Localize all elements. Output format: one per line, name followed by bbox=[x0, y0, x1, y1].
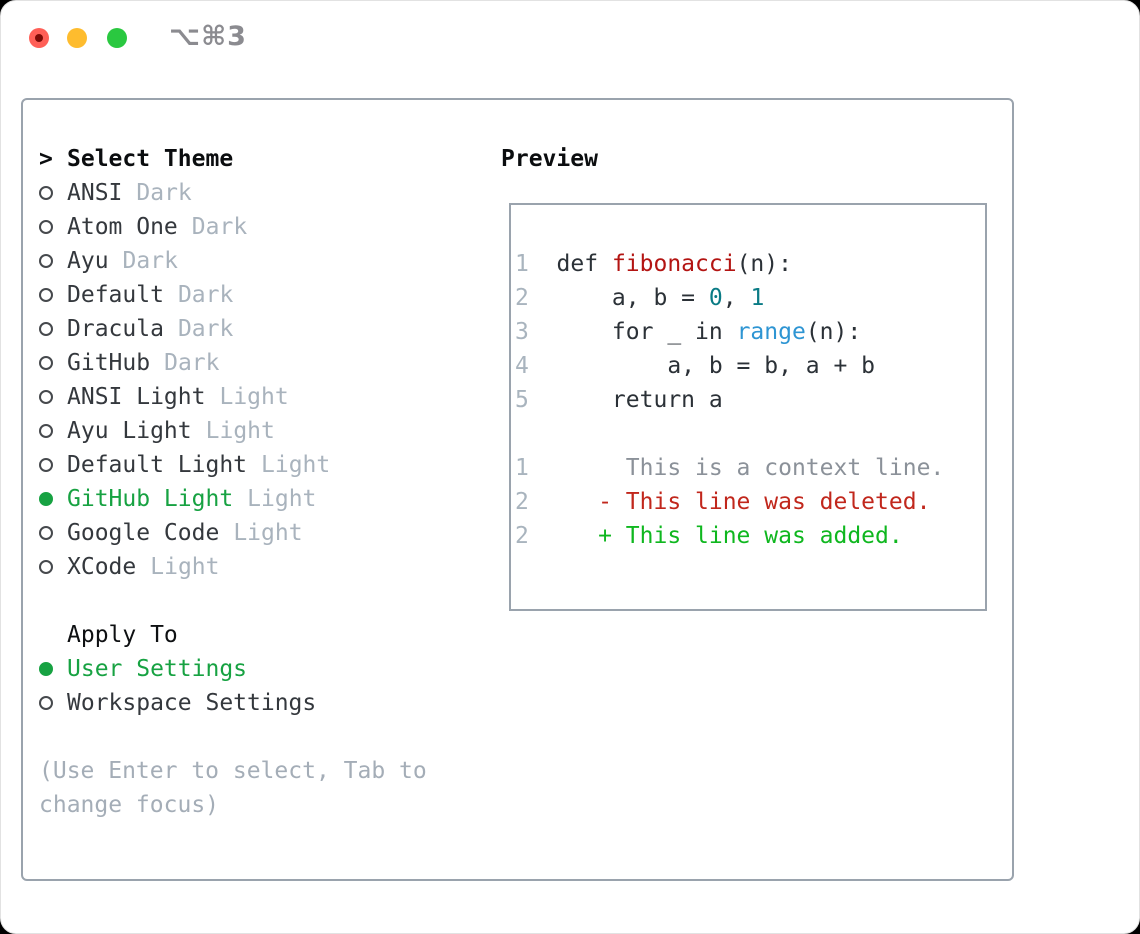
variant-label: Dark bbox=[164, 350, 220, 376]
minimize-button[interactable] bbox=[67, 28, 87, 48]
radio-icon bbox=[39, 254, 53, 268]
theme-option-xcode[interactable]: XCode Light bbox=[39, 550, 499, 584]
code-line: 3 for _ in range(n): bbox=[515, 319, 862, 345]
theme-option-default-light[interactable]: Default Light Light bbox=[39, 448, 499, 482]
theme-option-dracula[interactable]: Dracula Dark bbox=[39, 312, 499, 346]
code-line: 2 + This line was added. bbox=[515, 523, 903, 549]
variant-label: Dark bbox=[191, 214, 248, 240]
option-label: Dracula bbox=[67, 316, 164, 342]
theme-option-ansi[interactable]: ANSI Dark bbox=[39, 176, 499, 210]
variant-label: Light bbox=[261, 452, 331, 478]
theme-option-google-code[interactable]: Google Code Light bbox=[39, 516, 499, 550]
variant-label: Light bbox=[233, 520, 303, 546]
theme-option-github-light[interactable]: GitHub Light Light bbox=[39, 482, 499, 516]
cursor-indicator: > bbox=[39, 146, 53, 172]
titlebar: ⌥⌘3 bbox=[1, 1, 1139, 75]
spacer bbox=[39, 720, 499, 754]
theme-option-ayu[interactable]: Ayu Dark bbox=[39, 244, 499, 278]
radio-icon bbox=[39, 458, 53, 472]
option-label: GitHub bbox=[67, 350, 151, 376]
code-line: 1 def fibonacci(n): bbox=[515, 251, 792, 277]
select-theme-title: Select Theme bbox=[67, 146, 234, 172]
theme-option-ansi-light[interactable]: ANSI Light Light bbox=[39, 380, 499, 414]
option-label: Ayu Light bbox=[67, 418, 192, 444]
variant-label: Light bbox=[247, 486, 317, 512]
preview-header: Preview bbox=[501, 146, 598, 172]
selected-radio-icon bbox=[39, 662, 53, 676]
option-label: Workspace Settings bbox=[67, 690, 317, 716]
code-line: 4 a, b = b, a + b bbox=[515, 353, 876, 379]
variant-label: Light bbox=[205, 418, 275, 444]
radio-icon bbox=[39, 390, 53, 404]
radio-icon bbox=[39, 424, 53, 438]
apply-option-workspace-settings[interactable]: Workspace Settings bbox=[39, 686, 499, 720]
option-label: Atom One bbox=[67, 214, 178, 240]
apply-to-header: Apply To bbox=[67, 622, 178, 648]
variant-label: Dark bbox=[177, 316, 234, 342]
theme-option-ayu-light[interactable]: Ayu Light Light bbox=[39, 414, 499, 448]
radio-icon bbox=[39, 288, 53, 302]
radio-icon bbox=[39, 356, 53, 370]
code-line bbox=[515, 417, 944, 451]
option-label: Default bbox=[67, 282, 164, 308]
theme-option-github[interactable]: GitHub Dark bbox=[39, 346, 499, 380]
spacer bbox=[39, 584, 499, 618]
variant-label: Light bbox=[150, 554, 220, 580]
radio-icon bbox=[39, 526, 53, 540]
radio-icon bbox=[39, 322, 53, 336]
code-line: 5 return a bbox=[515, 387, 723, 413]
variant-label: Dark bbox=[122, 248, 178, 274]
code-line: 1 This is a context line. bbox=[515, 455, 945, 481]
option-label: GitHub Light bbox=[67, 486, 234, 512]
option-label: ANSI Light bbox=[67, 384, 206, 410]
variant-label: Light bbox=[219, 384, 289, 410]
option-label: Default Light bbox=[67, 452, 248, 478]
option-label: User Settings bbox=[67, 656, 248, 682]
option-label: XCode bbox=[67, 554, 137, 580]
theme-option-atom-one[interactable]: Atom One Dark bbox=[39, 210, 499, 244]
maximize-button[interactable] bbox=[107, 28, 127, 48]
option-label: ANSI bbox=[67, 180, 123, 206]
radio-icon bbox=[39, 220, 53, 234]
select-theme-header: > Select Theme bbox=[39, 142, 499, 176]
radio-icon bbox=[39, 696, 53, 710]
apply-option-user-settings[interactable]: User Settings bbox=[39, 652, 499, 686]
option-label: Ayu bbox=[67, 248, 109, 274]
window-title: ⌥⌘3 bbox=[169, 21, 247, 52]
code-preview: 1 def fibonacci(n): 2 a, b = 0, 1 3 for _ … bbox=[515, 247, 944, 553]
close-dot-icon bbox=[35, 34, 43, 42]
code-line: 2 - This line was deleted. bbox=[515, 489, 931, 515]
theme-option-default[interactable]: Default Dark bbox=[39, 278, 499, 312]
variant-label: Dark bbox=[136, 180, 192, 206]
selected-radio-icon bbox=[39, 492, 53, 506]
preview-box: 1 def fibonacci(n): 2 a, b = 0, 1 3 for _ … bbox=[509, 203, 987, 611]
help-text: (Use Enter to select, Tab to change focu… bbox=[39, 758, 427, 818]
radio-icon bbox=[39, 560, 53, 574]
code-line: 2 a, b = 0, 1 bbox=[515, 285, 765, 311]
option-label: Google Code bbox=[67, 520, 220, 546]
close-button[interactable] bbox=[29, 28, 49, 48]
radio-icon bbox=[39, 186, 53, 200]
variant-label: Dark bbox=[177, 282, 234, 308]
